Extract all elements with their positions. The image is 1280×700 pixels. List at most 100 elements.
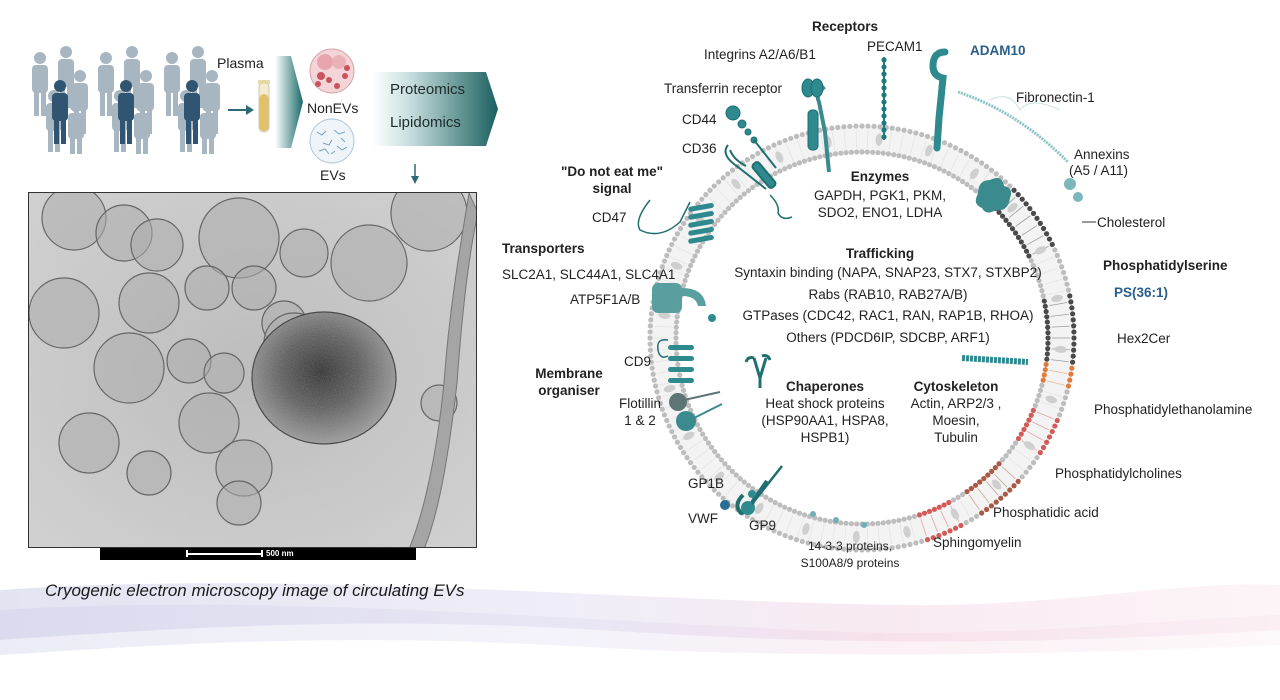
lipid-head [711,487,717,493]
lipid-head [647,335,653,341]
lipid-tail [959,500,970,517]
lipid-head [750,485,756,492]
lipid-head [760,522,766,529]
gp9-icon [741,465,783,515]
lipid-head [993,499,999,505]
lipid-head [744,513,750,519]
lipid-head [1054,417,1060,424]
lipid-head [1027,205,1033,212]
lipid-head [1071,341,1077,347]
vwf-icon [720,500,730,510]
lipid-head [959,491,966,498]
cd47-icon [637,199,714,244]
lipid-head [998,495,1004,501]
lipid-head [801,512,808,518]
lipid-tail [1021,225,1038,236]
lipid-head [776,140,783,146]
lipid-head [880,520,886,526]
lipid-head [1043,439,1050,445]
lipid-tail [843,130,847,149]
lipid-head [650,371,656,377]
lipid-head [1059,264,1065,270]
lipid-head [1046,434,1053,440]
lipid-head [853,123,859,129]
pecam1-icon [881,57,887,140]
lipid-head [1042,303,1048,309]
lipid-head [871,123,877,129]
lipid-head [921,160,928,166]
lipid-head [1009,444,1016,450]
trafficking-others: Others (PDCD6IP, SDCBP, ARF1) [786,329,990,345]
chaperones-list: Heat shock proteins (HSP90AA1, HSPA8, HS… [752,395,898,446]
lipid-tail [1036,256,1054,265]
lipid-head [690,258,696,264]
flow-chevron-1 [275,56,303,148]
lipid-tail [1015,215,1031,227]
lipid-head [711,183,717,189]
lipid-head [1015,234,1022,241]
lipid-head [1070,311,1076,317]
lipid-head [1044,351,1050,357]
chaperone-icon [744,354,772,388]
lipid-head [729,503,736,509]
lipid-head [1069,305,1075,311]
lipid-tail [1049,370,1068,374]
lipid-head [931,164,938,170]
lipid-tail [1049,302,1068,306]
lipid-head [647,341,653,347]
lipid-tail [930,514,938,532]
hex2cer-label: Hex2Cer [1117,331,1171,346]
proteomics-label: Proteomics [390,81,466,98]
lipid-head [1011,483,1017,489]
lipid-head [1012,230,1019,236]
cholesterol-molecule [1045,395,1058,404]
lipid-head [1046,236,1053,242]
lipid-head [1043,231,1050,237]
lipid-head [901,154,907,160]
lipid-head [911,156,918,163]
lipid-head [829,545,835,551]
enzymes-list: GAPDH, PGK1, PKM, SDO2, ENO1, LDHA [800,187,960,221]
lipid-tail [1008,457,1024,470]
lipid-head [1044,356,1050,362]
phosphatidylcholines-label: Phosphatidylcholines [1055,466,1182,481]
lipid-head [725,171,731,177]
lipid-tail [867,527,869,546]
lipid-head [1041,298,1047,304]
transporters-title: Transporters [502,241,585,256]
lipid-head [959,178,966,185]
pecam1-bead [881,134,887,140]
lipid-head [877,124,883,130]
lipid-head [722,209,728,215]
lipid-head [838,520,844,526]
flotillin-icon [669,391,723,431]
lipid-head [675,361,681,368]
annexins-label: Annexins [1074,147,1130,162]
lipid-head [1054,252,1060,259]
lipid-head [673,335,679,341]
lipid-head [1018,431,1024,437]
lipid-head [788,535,794,541]
lipid-head [772,170,778,177]
lipid-tail [899,524,904,542]
lipid-head [911,513,918,520]
transporter-icon [652,283,706,313]
lipid-head [1070,353,1076,359]
lipid-head [664,417,670,424]
lipid-head [733,198,739,204]
lipid-head [950,497,957,503]
lipid-head [712,448,718,455]
cholesterol-label: Cholesterol [1097,215,1166,230]
lipid-head [968,516,975,523]
lipid-head [843,150,849,156]
lipid-head [901,516,907,522]
lipid-head [749,153,756,160]
lipid-head [883,546,889,552]
lipid-head [838,150,844,156]
lipid-head [694,422,701,428]
enzyme-icon [975,178,1012,213]
lipid-head [763,494,769,500]
lipid-head [901,543,907,549]
lipid-head [782,166,788,172]
